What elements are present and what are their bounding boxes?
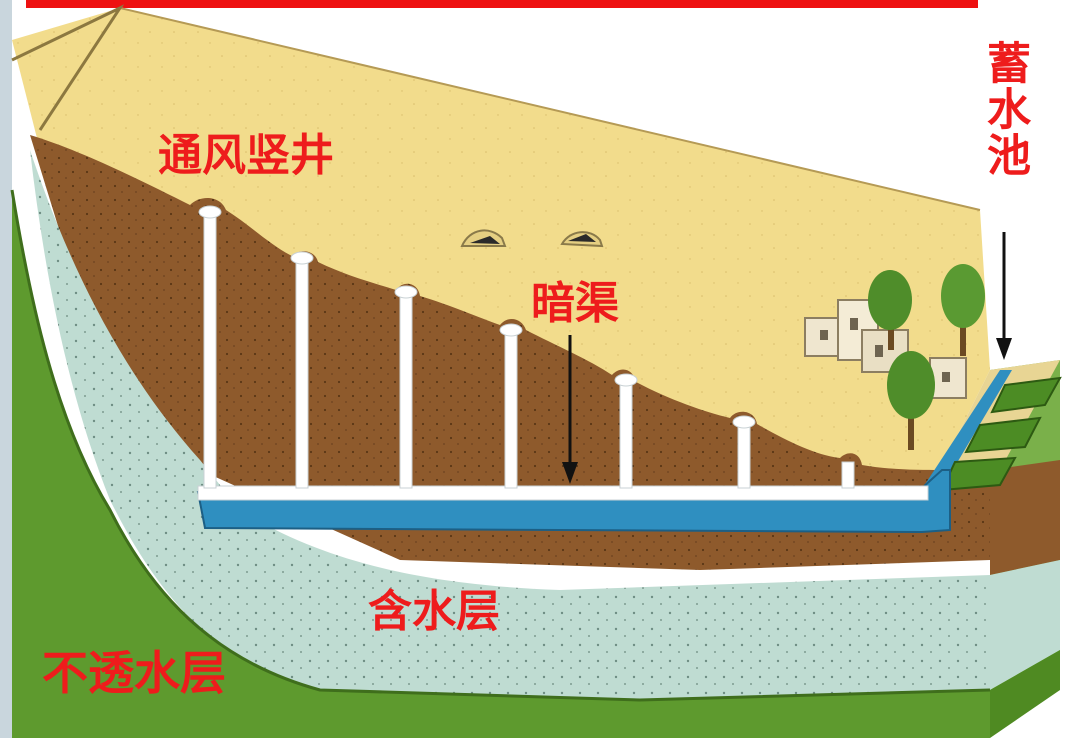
label-aquifer: 含水层 <box>368 586 500 637</box>
label-impermeable-layer: 不透水层 <box>42 646 226 700</box>
left-edge-strip <box>0 0 12 738</box>
reservoir-channel <box>918 370 1012 500</box>
field-2 <box>964 416 1042 454</box>
village <box>804 299 967 399</box>
label-underground-channel: 暗渠 <box>531 278 619 329</box>
top-banner <box>26 0 978 8</box>
aquifer-layer <box>30 150 990 700</box>
surface-mounds <box>460 229 604 248</box>
vent-shafts <box>198 205 855 489</box>
label-reservoir: 蓄水池 <box>979 40 1030 178</box>
underground-channel <box>196 469 951 534</box>
channel-pipe <box>197 485 929 501</box>
label-vent-shaft: 通风竖井 <box>158 130 334 181</box>
impermeable-layer <box>12 190 990 738</box>
pointer-arrows <box>562 232 1012 484</box>
field-1 <box>990 376 1062 414</box>
trees <box>868 264 985 450</box>
